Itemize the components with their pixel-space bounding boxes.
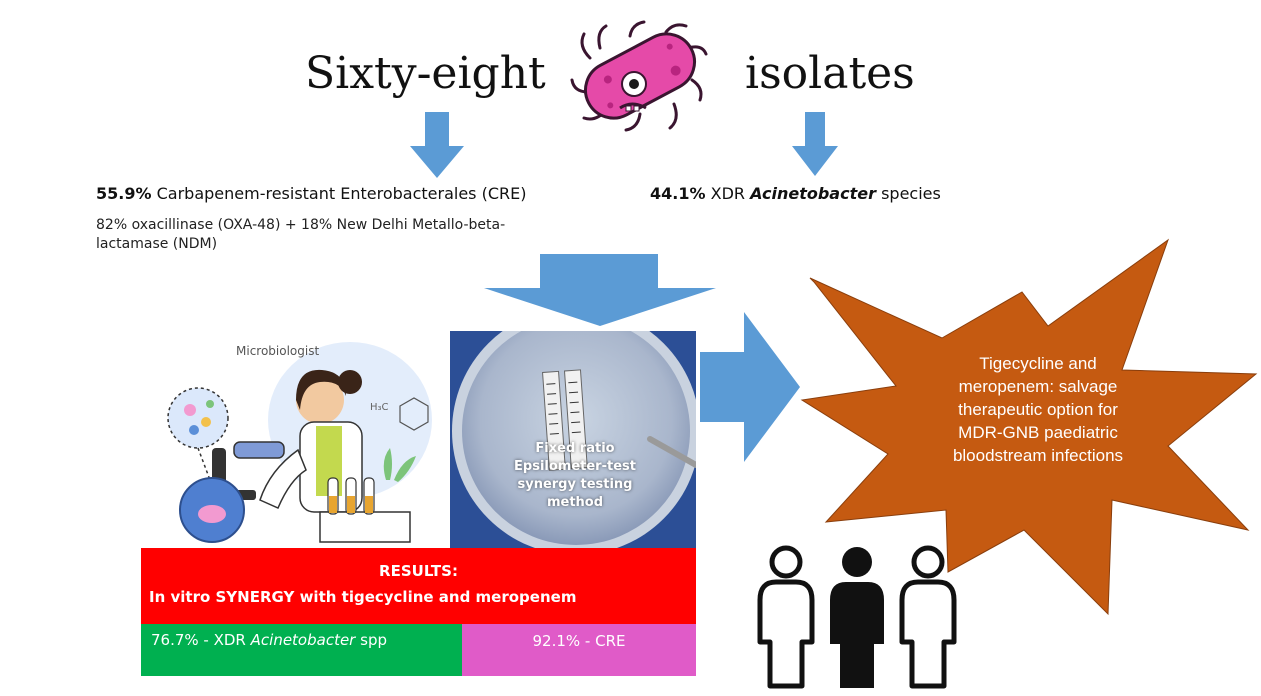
plate-line1: Fixed ratio — [535, 441, 615, 456]
results-subheading: In vitro SYNERGY with tigecycline and me… — [149, 588, 577, 606]
xdr-prefix: XDR — [710, 184, 746, 203]
results-cre-cell: 92.1% - CRE — [462, 624, 696, 676]
illustration-caption: Microbiologist — [236, 344, 319, 358]
arrow-down-center — [484, 254, 716, 326]
cre-label: Carbapenem-resistant Enterobacterales (C… — [156, 184, 527, 203]
conclusion-line1: Tigecycline and — [979, 354, 1097, 373]
xdr-genus: Acinetobacter — [750, 184, 876, 203]
arrow-right — [700, 312, 800, 462]
plate-line3: synergy testing — [517, 477, 633, 492]
conclusion-line4: MDR-GNB paediatric — [958, 423, 1118, 442]
conclusion-starburst — [800, 238, 1258, 616]
cre-detail-line1: 82% oxacillinase (OXA-48) + 18% New Delh… — [96, 217, 506, 233]
results-heading: RESULTS: — [379, 562, 458, 580]
plate-line4: method — [546, 495, 604, 510]
cre-percent: 55.9% — [96, 184, 152, 203]
xdr-suffix: species — [881, 184, 941, 203]
conclusion-text: Tigecycline and meropenem: salvage thera… — [918, 352, 1158, 467]
results-xdr-cell: 76.7% - XDR Acinetobacter spp — [141, 624, 462, 676]
plate-method-text: Fixed ratio Epsilometer-test synergy tes… — [500, 440, 650, 512]
svg-text:H₃C: H₃C — [370, 402, 389, 413]
results-xdr-genus: Acinetobacter — [250, 631, 356, 649]
results-header: RESULTS: In vitro SYNERGY with tigecycli… — [141, 548, 696, 624]
title-left-word: Sixty-eight — [305, 48, 546, 99]
agar-plate-photo — [450, 331, 696, 549]
plate-line2: Epsilometer-test — [514, 459, 636, 474]
cre-heading: 55.9% Carbapenem-resistant Enterobactera… — [96, 184, 526, 203]
conclusion-line2: meropenem: salvage — [958, 377, 1118, 396]
microbiologist-illustration: Microbiologist H₃C — [150, 330, 445, 548]
title-right-word: isolates — [745, 48, 915, 99]
results-cre-value: 92.1% - CRE — [532, 632, 626, 650]
cre-detail: 82% oxacillinase (OXA-48) + 18% New Delh… — [96, 216, 505, 254]
family-icon — [757, 545, 957, 689]
conclusion-line5: bloodstream infections — [952, 446, 1124, 465]
arrow-down-left — [410, 112, 464, 178]
bacterium-icon — [570, 20, 708, 132]
results-xdr-value: 76.7% - XDR — [151, 631, 246, 649]
conclusion-line3: therapeutic option for — [958, 400, 1118, 419]
arrow-down-right — [792, 112, 838, 176]
xdr-heading: 44.1% XDR Acinetobacter species — [650, 184, 941, 203]
results-xdr-suffix: spp — [360, 631, 387, 649]
cre-detail-line2: lactamase (NDM) — [96, 236, 218, 252]
xdr-percent: 44.1% — [650, 184, 706, 203]
